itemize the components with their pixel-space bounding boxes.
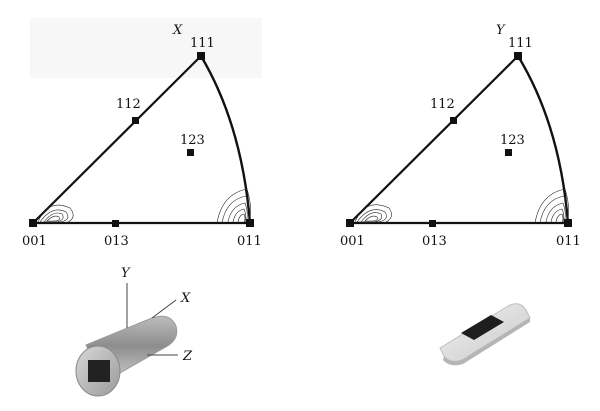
texture-contour-011 (534, 188, 569, 224)
pole-marker-123 (187, 149, 194, 156)
x-axis-leader (151, 299, 177, 319)
y-axis-label: Y (121, 266, 131, 281)
pole-figure-left: X 111 112 123 001 013 011 (22, 18, 262, 249)
specimen-cylinder: Y X Z (75, 266, 193, 397)
axis-label: X (172, 23, 183, 38)
pole-marker-112 (450, 117, 457, 124)
axis-label: Y (496, 23, 506, 38)
edge-001-111 (349, 55, 519, 224)
pole-marker-013 (112, 220, 119, 227)
arc-111-011 (516, 55, 570, 224)
pole-marker-001 (346, 219, 354, 227)
pole-label-112: 112 (116, 97, 141, 112)
pole-marker-001 (29, 219, 37, 227)
specimen-plate (439, 303, 531, 366)
pole-label-013: 013 (422, 234, 447, 249)
x-axis-label: X (180, 291, 191, 306)
pole-marker-112 (132, 117, 139, 124)
pole-label-111: 111 (508, 36, 533, 51)
pole-label-011: 011 (556, 234, 581, 249)
pole-label-123: 123 (180, 133, 205, 148)
pole-figure-right: Y 111 112 123 001 013 011 (340, 23, 581, 249)
texture-contour-011 (216, 188, 251, 224)
pole-marker-111 (514, 52, 522, 60)
pole-label-123: 123 (500, 133, 525, 148)
texture-contour-001 (37, 204, 74, 224)
pole-label-001: 001 (22, 234, 47, 249)
specimen-cross-section (88, 360, 110, 382)
specimen-cross-section (461, 315, 504, 340)
pole-marker-123 (505, 149, 512, 156)
pole-label-112: 112 (430, 97, 455, 112)
texture-contour-001 (354, 204, 392, 224)
background-shading (30, 18, 262, 78)
pole-marker-013 (429, 220, 436, 227)
pole-marker-011 (246, 219, 254, 227)
pole-marker-011 (564, 219, 572, 227)
pole-label-013: 013 (104, 234, 129, 249)
pole-label-001: 001 (340, 234, 365, 249)
pole-label-111: 111 (190, 36, 215, 51)
edge-001-111 (32, 55, 202, 224)
pole-label-011: 011 (237, 234, 262, 249)
arc-111-011 (199, 55, 252, 224)
z-axis-label: Z (182, 349, 193, 364)
pole-marker-111 (197, 52, 205, 60)
